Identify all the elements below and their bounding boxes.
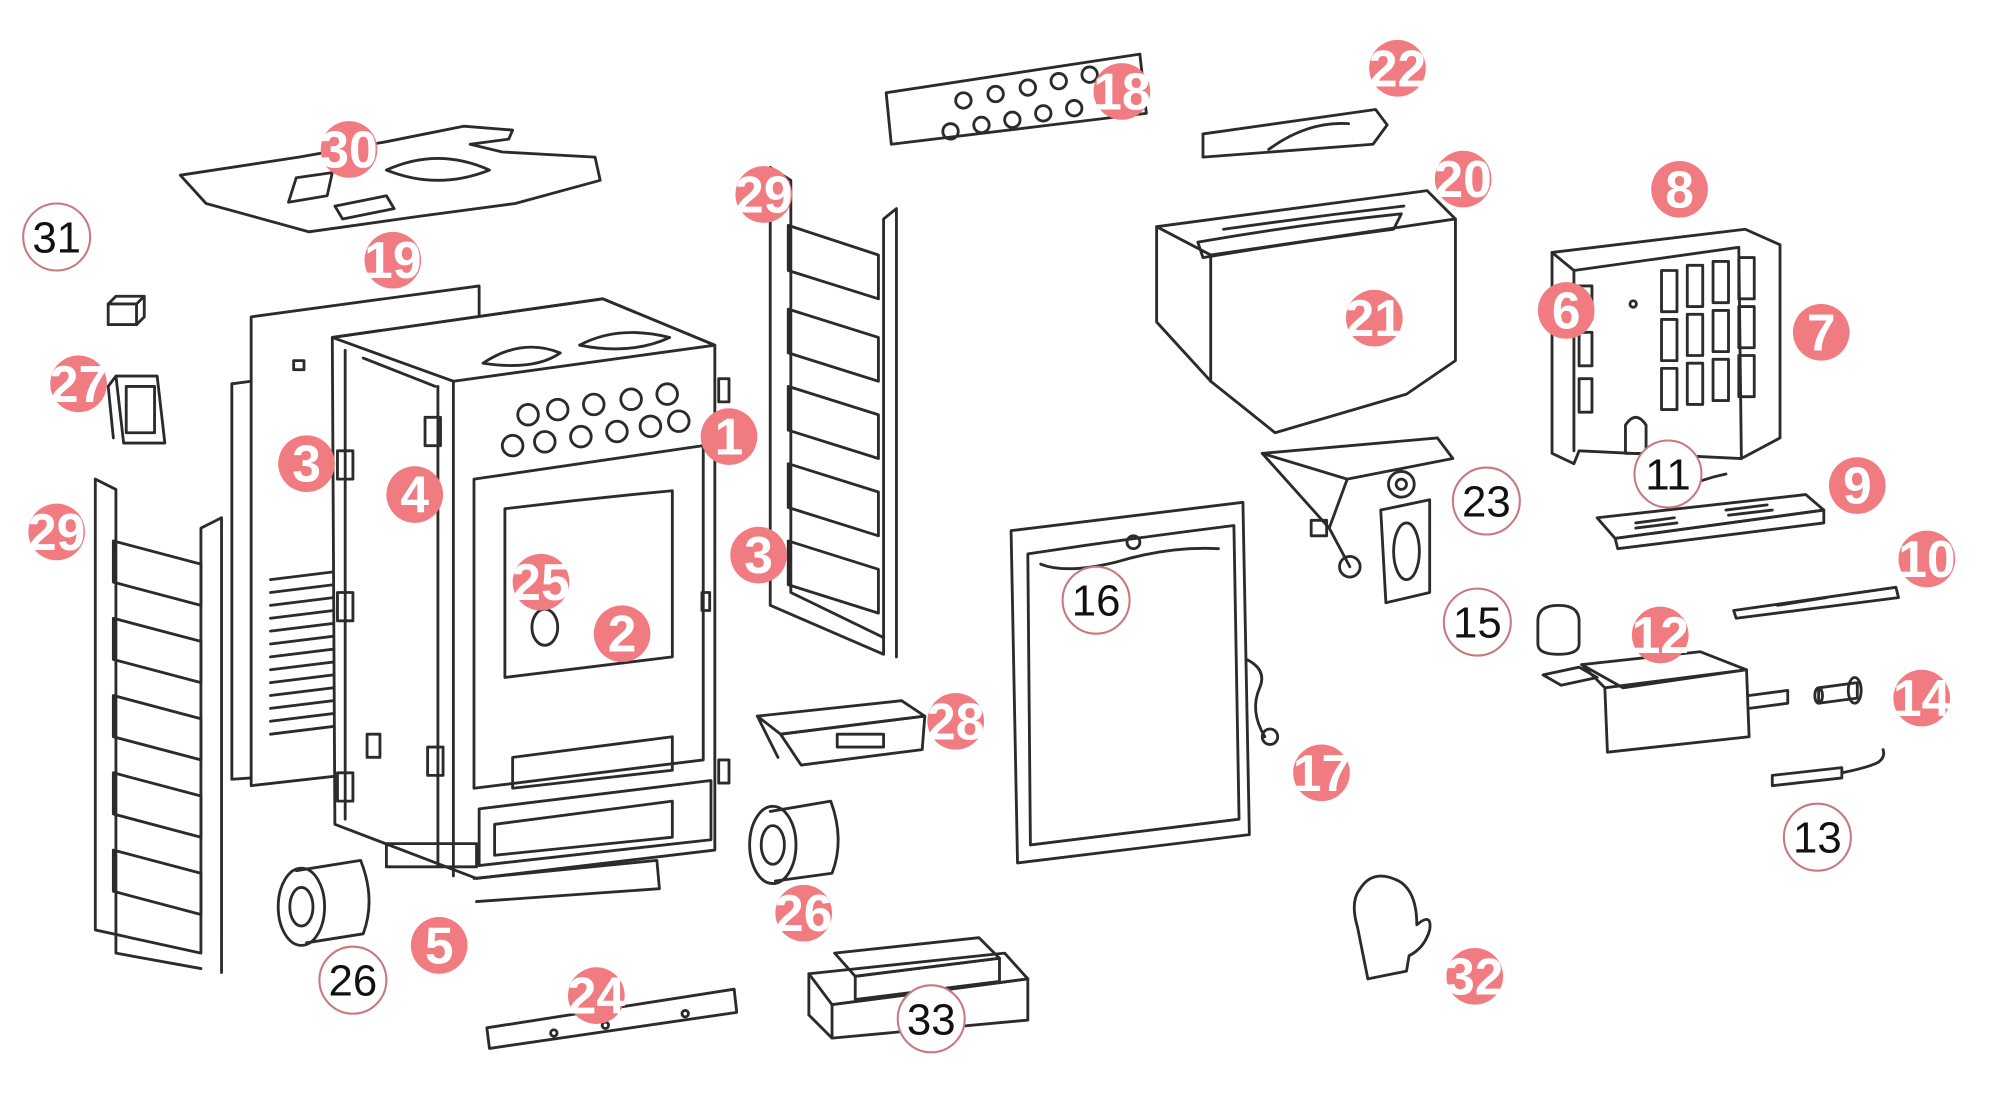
callout-28: 28: [927, 692, 984, 750]
callout-33: 33: [896, 984, 966, 1054]
part-glove: [1352, 874, 1432, 981]
svg-text:2: 2: [608, 605, 637, 663]
part-small-clip: [106, 294, 146, 326]
callout-22: 22: [1369, 39, 1426, 97]
callout-14: 14: [1893, 669, 1951, 727]
part-igniter-tube: [1813, 676, 1863, 705]
svg-text:4: 4: [400, 466, 429, 524]
svg-text:23: 23: [1462, 477, 1511, 526]
callout-1: 1: [700, 408, 758, 466]
svg-text:3: 3: [292, 435, 321, 493]
callout-17: 17: [1293, 744, 1350, 802]
svg-text:1: 1: [715, 408, 744, 466]
part-ash-drawer: [755, 699, 927, 767]
part-top-plate: [178, 124, 602, 234]
svg-text:24: 24: [568, 967, 626, 1025]
svg-text:27: 27: [50, 355, 107, 413]
callout-31: 31: [22, 202, 92, 272]
svg-text:22: 22: [1369, 39, 1426, 97]
svg-text:15: 15: [1453, 599, 1502, 648]
part-cleaning-rod: [1732, 585, 1900, 620]
svg-text:18: 18: [1093, 62, 1150, 120]
svg-text:10: 10: [1898, 530, 1955, 588]
svg-text:11: 11: [1645, 450, 1690, 499]
svg-text:5: 5: [425, 916, 454, 974]
callout-9: 9: [1828, 457, 1886, 515]
svg-text:19: 19: [364, 231, 421, 289]
callout-21: 21: [1346, 289, 1403, 347]
callout-30: 30: [320, 120, 377, 178]
svg-text:32: 32: [1446, 947, 1503, 1005]
callout-15: 15: [1442, 587, 1512, 657]
part-bracket: [106, 374, 167, 445]
part-perforated-plate: [884, 52, 1148, 146]
callout-4: 4: [386, 466, 444, 524]
part-fan-right: [748, 799, 840, 885]
svg-text:20: 20: [1435, 150, 1492, 208]
callout-26-right: 26: [775, 884, 832, 942]
part-sensor-probe: [1770, 748, 1886, 788]
svg-text:7: 7: [1807, 303, 1836, 361]
part-auger-chute: [1260, 436, 1455, 605]
svg-text:6: 6: [1552, 281, 1581, 339]
svg-text:30: 30: [320, 120, 377, 178]
svg-text:26: 26: [329, 957, 378, 1006]
svg-text:3: 3: [744, 526, 773, 584]
callout-3-left: 3: [278, 435, 335, 493]
part-pellet-hopper: [1155, 189, 1457, 435]
callout-3-right: 3: [730, 526, 787, 584]
svg-text:29: 29: [735, 166, 792, 224]
callout-6: 6: [1537, 281, 1595, 339]
callout-29-left: 29: [28, 503, 85, 561]
svg-text:16: 16: [1072, 577, 1121, 626]
callout-20: 20: [1435, 150, 1492, 208]
callout-18: 18: [1093, 62, 1150, 120]
callout-8: 8: [1651, 160, 1708, 218]
svg-text:31: 31: [32, 213, 81, 262]
callout-29-right: 29: [735, 166, 792, 224]
callout-26-left: 26: [318, 945, 388, 1015]
callout-25: 25: [512, 553, 569, 611]
svg-text:12: 12: [1632, 606, 1689, 664]
callout-10: 10: [1898, 530, 1955, 588]
svg-text:21: 21: [1346, 289, 1403, 347]
svg-text:33: 33: [907, 995, 956, 1044]
callout-12: 12: [1632, 606, 1689, 664]
part-door-frame: [1009, 500, 1280, 865]
part-side-frame: [336, 415, 478, 869]
part-firebrick: [807, 936, 1030, 1040]
svg-text:14: 14: [1893, 669, 1951, 727]
svg-text:29: 29: [28, 503, 85, 561]
svg-text:9: 9: [1843, 457, 1872, 515]
callout-16: 16: [1061, 565, 1131, 635]
callout-5: 5: [410, 916, 468, 974]
callout-24: 24: [568, 967, 626, 1025]
svg-text:28: 28: [927, 692, 984, 750]
svg-text:26: 26: [775, 884, 832, 942]
part-burner-grate: [1595, 472, 1826, 551]
svg-text:13: 13: [1793, 814, 1842, 863]
part-fan-left: [276, 858, 371, 947]
callout-7: 7: [1792, 303, 1850, 361]
svg-text:17: 17: [1293, 744, 1350, 802]
callout-27: 27: [50, 355, 107, 413]
svg-text:8: 8: [1665, 160, 1694, 218]
part-ladder-frame-left: [93, 477, 223, 974]
callout-2: 2: [593, 605, 651, 663]
callout-19: 19: [364, 231, 421, 289]
callout-11: 11: [1633, 439, 1703, 509]
callout-13: 13: [1782, 802, 1852, 872]
callout-23: 23: [1451, 466, 1521, 536]
part-baffle-plate: [1201, 108, 1389, 159]
part-ladder-frame-right: [768, 166, 898, 659]
part-heat-exchanger: [1550, 227, 1782, 466]
svg-text:25: 25: [512, 553, 569, 611]
callout-32: 32: [1446, 947, 1503, 1005]
